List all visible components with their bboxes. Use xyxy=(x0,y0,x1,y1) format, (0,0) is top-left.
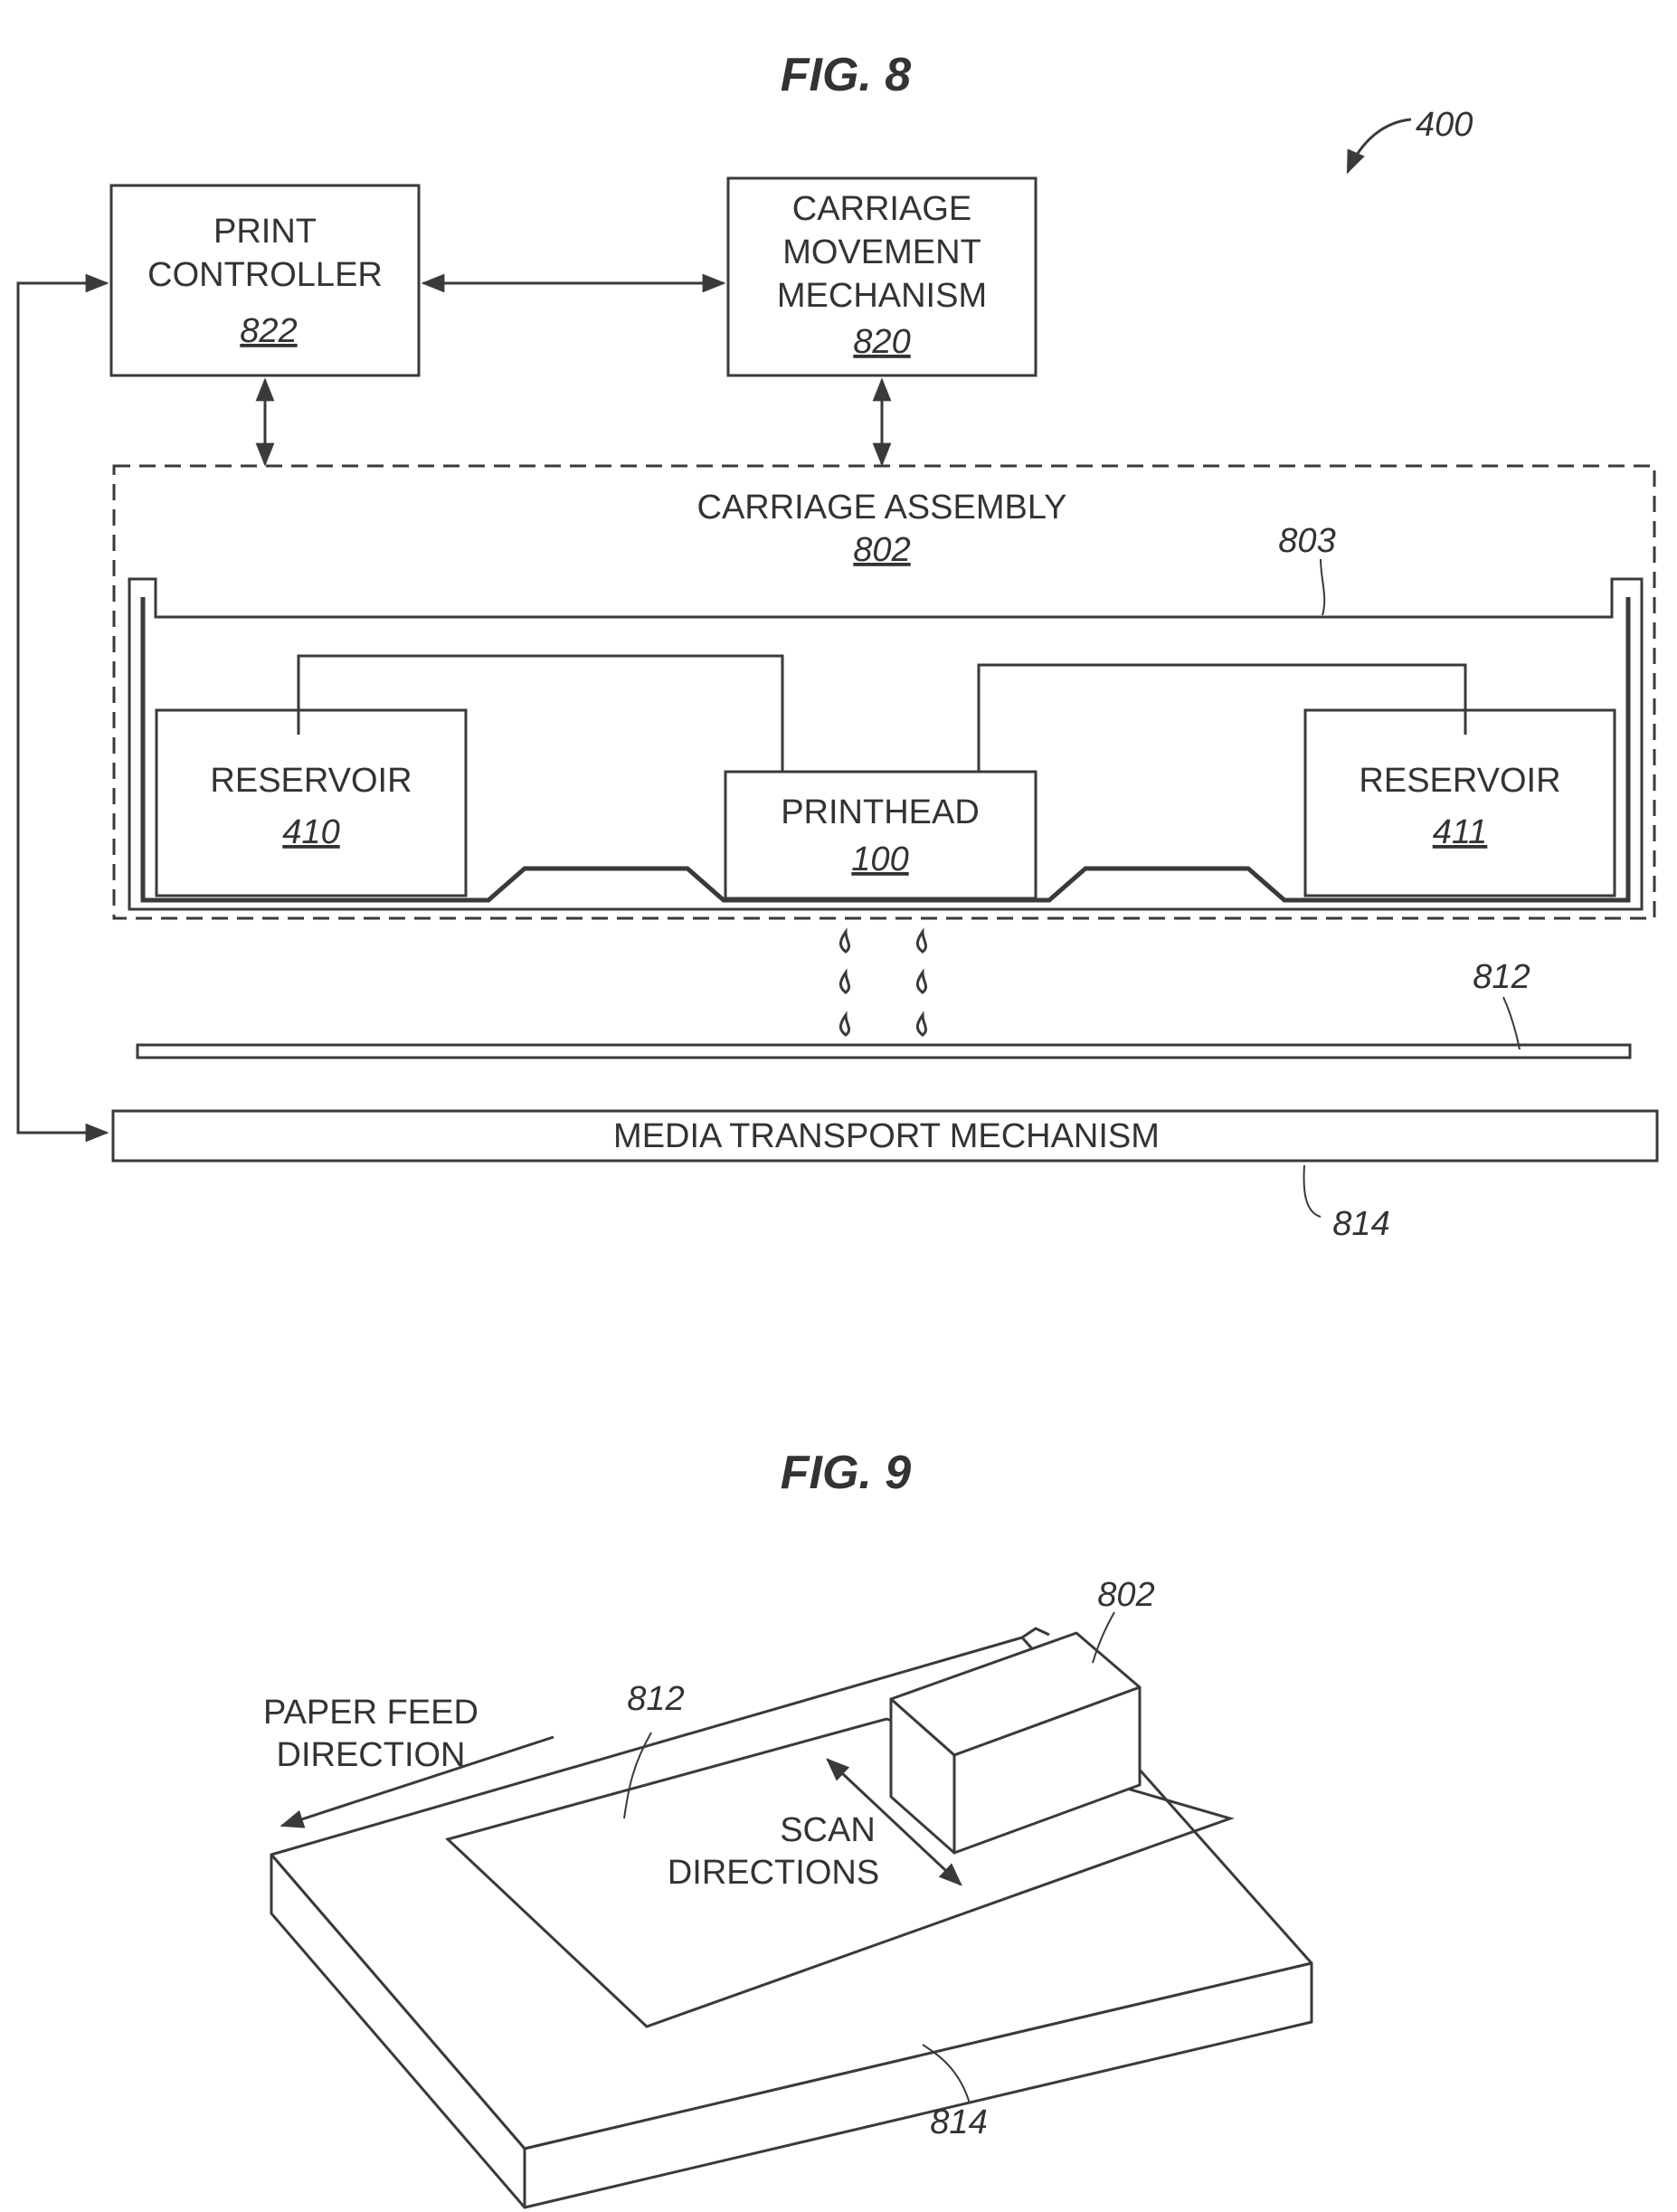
carriage-assembly-label: CARRIAGE ASSEMBLY xyxy=(697,489,1067,527)
ref-814-leader xyxy=(1304,1165,1321,1217)
ref-802-fig9: 802 xyxy=(1097,1576,1154,1614)
carriage-movement-line3: MECHANISM xyxy=(777,277,987,315)
reservoir-right-ref: 411 xyxy=(1433,813,1488,851)
ref-400-arrow xyxy=(1348,119,1411,172)
ref-803-leader xyxy=(1321,559,1324,615)
media-transport-box: MEDIA TRANSPORT MECHANISM xyxy=(113,1111,1657,1161)
droplet-icon xyxy=(840,932,848,952)
ink-line-right xyxy=(979,665,1465,772)
print-controller-ref: 822 xyxy=(240,312,297,350)
fig9-title: FIG. 9 xyxy=(781,1447,912,1499)
carriage-movement-line1: CARRIAGE xyxy=(792,190,971,228)
reservoir-left-box: RESERVOIR 410 xyxy=(156,710,466,896)
droplet-icon xyxy=(840,973,848,992)
ref-814-fig9: 814 xyxy=(930,2103,987,2141)
carriage-movement-box: CARRIAGE MOVEMENT MECHANISM 820 xyxy=(728,178,1036,375)
print-medium-812 xyxy=(137,1045,1630,1058)
reservoir-left-ref: 410 xyxy=(282,813,339,851)
droplet-icon xyxy=(840,1015,848,1035)
media-transport-label: MEDIA TRANSPORT MECHANISM xyxy=(613,1117,1160,1155)
print-controller-line2: CONTROLLER xyxy=(147,256,383,294)
platen-back-lip xyxy=(1022,1628,1049,1638)
scan-line2: DIRECTIONS xyxy=(668,1854,879,1892)
reservoir-left-label: RESERVOIR xyxy=(210,762,412,800)
carriage-assembly-ref: 802 xyxy=(853,531,910,569)
ref-812-leader xyxy=(1503,997,1520,1049)
paper-feed-line1: PAPER FEED xyxy=(263,1694,478,1732)
scan-line1: SCAN xyxy=(780,1811,876,1849)
ref-812-fig8: 812 xyxy=(1473,958,1530,996)
ref-812-fig9: 812 xyxy=(627,1680,684,1718)
printhead-box: PRINTHEAD 100 xyxy=(725,772,1036,898)
ink-line-left xyxy=(298,656,782,772)
droplet-icon xyxy=(917,1015,925,1035)
droplet-icon xyxy=(917,932,925,952)
ref-400: 400 xyxy=(1416,106,1473,144)
controller-feedback-arrow xyxy=(18,283,107,1133)
carriage-movement-line2: MOVEMENT xyxy=(782,233,981,271)
ref-814-fig8: 814 xyxy=(1332,1205,1389,1243)
carriage-movement-ref: 820 xyxy=(853,323,910,361)
paper-feed-line2: DIRECTION xyxy=(277,1736,466,1774)
reservoir-right-label: RESERVOIR xyxy=(1359,762,1560,800)
print-controller-box: PRINT CONTROLLER 822 xyxy=(111,185,419,375)
print-controller-line1: PRINT xyxy=(213,213,317,251)
reservoir-right-box: RESERVOIR 411 xyxy=(1305,710,1615,896)
printhead-ref: 100 xyxy=(851,840,908,878)
printhead-label: PRINTHEAD xyxy=(781,793,980,831)
ink-droplets xyxy=(840,932,925,1035)
fig8-title: FIG. 8 xyxy=(781,49,912,101)
ref-803: 803 xyxy=(1278,522,1335,560)
droplet-icon xyxy=(917,973,925,992)
ref-400-group: 400 xyxy=(1348,106,1473,172)
